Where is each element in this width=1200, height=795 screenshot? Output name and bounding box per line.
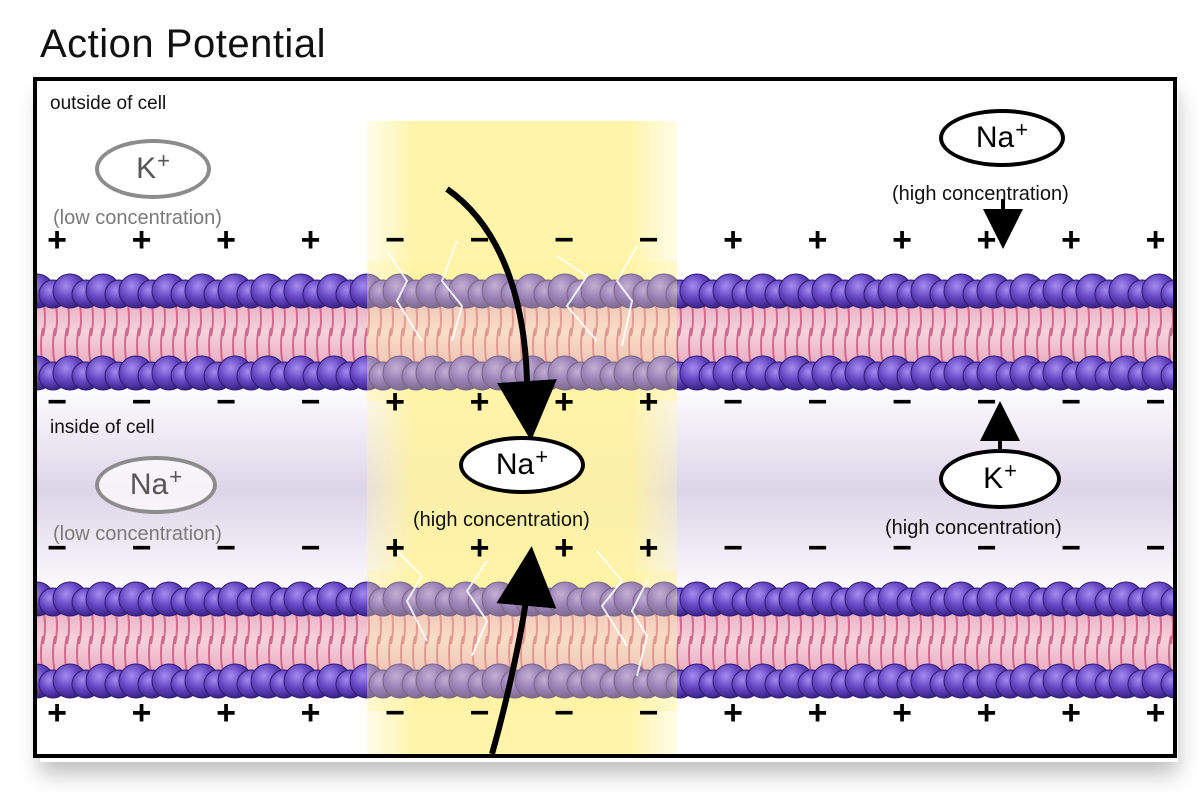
lipid-head: [1160, 279, 1173, 309]
plus-charge-marker: +: [1146, 694, 1166, 732]
na-outside-concentration: (high concentration): [892, 183, 1069, 205]
na-ion-outside-charge: +: [1015, 116, 1029, 142]
na-inside-center-concentration: (high concentration): [413, 509, 590, 531]
membranes-group: [37, 261, 1173, 711]
plus-charge-marker: +: [301, 694, 321, 732]
na-ion-inside-left-symbol: Na: [129, 468, 169, 501]
plus-charge-marker: +: [216, 694, 236, 732]
minus-charge-marker: −: [892, 529, 912, 567]
na-influx-arrow-top: [445, 186, 557, 441]
minus-charge-marker: −: [723, 529, 743, 567]
minus-charge-marker: −: [1061, 529, 1081, 567]
plus-charge-marker: +: [385, 529, 405, 567]
minus-charge-marker: −: [47, 529, 67, 567]
minus-charge-marker: −: [470, 694, 490, 732]
plus-charge-marker: +: [723, 221, 743, 259]
minus-charge-marker: −: [47, 383, 67, 421]
minus-charge-marker: −: [723, 383, 743, 421]
na-ion-outside: Na+: [939, 109, 1065, 167]
plus-charge-marker: +: [47, 694, 67, 732]
minus-charge-marker: −: [216, 529, 236, 567]
lipid-head: [1160, 669, 1173, 699]
plus-charge-marker: +: [216, 221, 236, 259]
na-inside-left-concentration: (low concentration): [53, 523, 222, 545]
minus-charge-marker: −: [892, 383, 912, 421]
diagram-title: Action Potential: [40, 22, 326, 66]
membrane-bilayer-2: [37, 581, 1173, 699]
minus-charge-marker: −: [301, 383, 321, 421]
minus-charge-marker: −: [385, 694, 405, 732]
k-ion-outside-symbol: K: [136, 152, 157, 185]
spark-line: [556, 255, 598, 342]
plus-charge-marker: +: [892, 221, 912, 259]
minus-charge-marker: −: [639, 221, 659, 259]
spark-line: [386, 250, 423, 342]
na-ion-outside-symbol: Na: [975, 121, 1015, 154]
membrane-bilayer-1: [37, 273, 1173, 391]
minus-charge-marker: −: [554, 694, 574, 732]
minus-charge-marker: −: [977, 383, 997, 421]
plus-charge-marker: +: [1061, 694, 1081, 732]
plus-charge-marker: +: [132, 694, 152, 732]
minus-charge-marker: −: [808, 529, 828, 567]
plus-charge-marker: +: [301, 221, 321, 259]
plus-charge-marker: +: [639, 383, 659, 421]
lipid-head: [1160, 361, 1173, 391]
plus-charge-marker: +: [977, 221, 997, 259]
plus-charge-marker: +: [639, 529, 659, 567]
spark-line: [615, 245, 638, 347]
minus-charge-marker: −: [1146, 383, 1166, 421]
plus-charge-marker: +: [385, 383, 405, 421]
na-ion-inside-left-charge: +: [169, 463, 183, 489]
minus-charge-marker: −: [554, 221, 574, 259]
na-influx-arrow-bottom: [489, 546, 557, 754]
plus-charge-marker: +: [470, 529, 490, 567]
plus-charge-marker: +: [47, 221, 67, 259]
plus-charge-marker: +: [892, 694, 912, 732]
k-ion-inside-right-symbol: K: [983, 462, 1004, 495]
plus-charge-marker: +: [554, 529, 574, 567]
minus-charge-marker: −: [301, 529, 321, 567]
k-ion-inside-right-charge: +: [1004, 457, 1017, 483]
spark-line: [465, 560, 489, 657]
plus-charge-marker: +: [132, 221, 152, 259]
minus-charge-marker: −: [808, 383, 828, 421]
plus-charge-marker: +: [808, 694, 828, 732]
na-ion-inside-center-charge: +: [535, 443, 549, 469]
na-ion-inside-center: Na+: [459, 436, 585, 494]
plus-charge-marker: +: [554, 383, 574, 421]
diagram-frame: + + + + − − − − + + + + + + − − − − + + + + − − − − − − − − − − + + + + − − − −…: [33, 77, 1177, 758]
lipid-head: [1160, 587, 1173, 617]
membrane-diagram-svg: + + + + − − − − + + + + + + − − − − + + + + − − − − − − − − − − + + + + − − − −…: [37, 121, 1173, 754]
minus-charge-marker: −: [1146, 529, 1166, 567]
plus-charge-marker: +: [1146, 221, 1166, 259]
spark-line: [396, 550, 428, 642]
k-ion-inside-right: K+: [939, 449, 1061, 509]
plus-charge-marker: +: [723, 694, 743, 732]
k-inside-right-concentration: (high concentration): [885, 517, 1062, 539]
plus-charge-marker: +: [808, 221, 828, 259]
minus-charge-marker: −: [132, 529, 152, 567]
plus-charge-marker: +: [1061, 221, 1081, 259]
minus-charge-marker: −: [216, 383, 236, 421]
outside-cell-label: outside of cell: [50, 93, 167, 114]
na-ion-inside-left: Na+: [95, 456, 217, 514]
minus-charge-marker: −: [132, 383, 152, 421]
minus-charge-marker: −: [639, 694, 659, 732]
minus-charge-marker: −: [385, 221, 405, 259]
spark-line: [596, 550, 628, 647]
minus-charge-marker: −: [1061, 383, 1081, 421]
charge-markers: + + + + − − − − + + + + + + − − − − + + + + − − − − − − − − − − + + + + − − − −…: [47, 221, 1165, 732]
inside-cell-label: inside of cell: [50, 417, 155, 438]
plus-charge-marker: +: [977, 694, 997, 732]
k-ion-outside-charge: +: [157, 147, 170, 173]
depolarization-sparks: [386, 240, 649, 677]
na-ion-inside-center-symbol: Na: [495, 448, 535, 481]
spark-line: [440, 240, 464, 342]
plus-charge-marker: +: [470, 383, 490, 421]
minus-charge-marker: −: [977, 529, 997, 567]
k-ion-outside: K+: [95, 139, 211, 199]
k-outside-concentration: (low concentration): [53, 207, 222, 229]
spark-line: [630, 580, 649, 677]
